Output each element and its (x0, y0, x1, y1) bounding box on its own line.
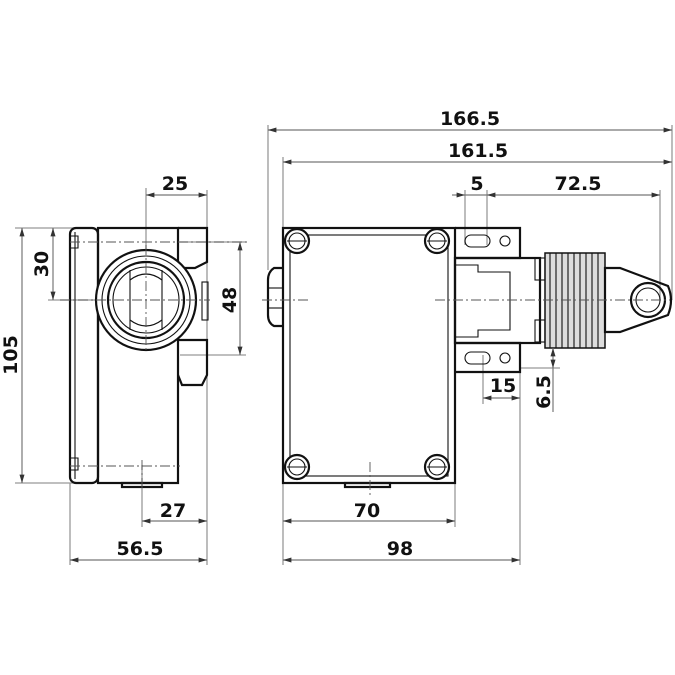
switch-body (281, 226, 457, 485)
screw-icons (283, 227, 451, 481)
dim-15: 15 (490, 375, 516, 397)
side-view: 25 30 105 48 27 56.5 (0, 173, 250, 565)
dim-30: 30 (31, 251, 53, 277)
dim-166-5: 166.5 (440, 108, 500, 130)
front-view: 166.5 161.5 5 72.5 15 6.5 70 98 (262, 108, 673, 565)
plunger-housing (453, 256, 542, 345)
screw-icon (283, 227, 311, 255)
upper-boss (178, 226, 209, 270)
bellows (544, 252, 606, 349)
cover-lid (68, 226, 100, 485)
dim-98: 98 (387, 538, 413, 560)
dim-48: 48 (219, 287, 241, 313)
screw-icon (423, 453, 451, 481)
dim-70: 70 (354, 500, 380, 522)
dim-161-5: 161.5 (448, 140, 508, 162)
actuator-head (603, 266, 673, 334)
dim-6-5: 6.5 (533, 375, 555, 409)
dim-72-5: 72.5 (555, 173, 602, 195)
screw-icon (423, 227, 451, 255)
dim-56-5: 56.5 (117, 538, 164, 560)
dim-25: 25 (162, 173, 188, 195)
side-nut (266, 266, 283, 328)
lower-boss (176, 338, 209, 387)
dim-5: 5 (470, 173, 483, 195)
dim-105: 105 (0, 335, 22, 375)
screw-icon (283, 453, 311, 481)
dim-27: 27 (160, 500, 186, 522)
